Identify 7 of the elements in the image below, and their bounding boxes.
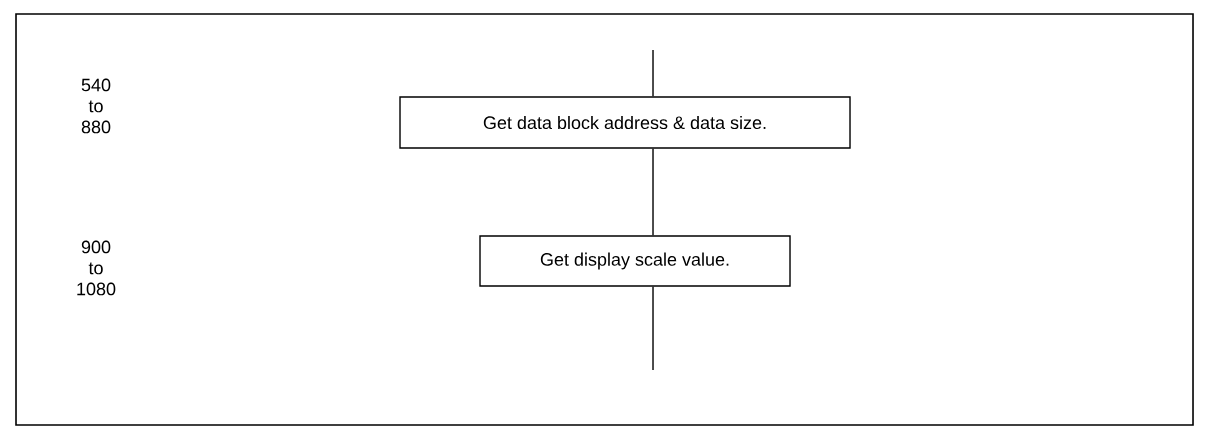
connector-line [652,286,654,371]
connector-line [652,49,654,97]
process-box: Get data block address & data size. [399,96,851,149]
step-number: 900 to 1080 [77,240,116,296]
step-number: 540 to 880 [81,78,111,134]
process-box: Get display scale value. [479,235,791,287]
connector-line [652,148,654,236]
